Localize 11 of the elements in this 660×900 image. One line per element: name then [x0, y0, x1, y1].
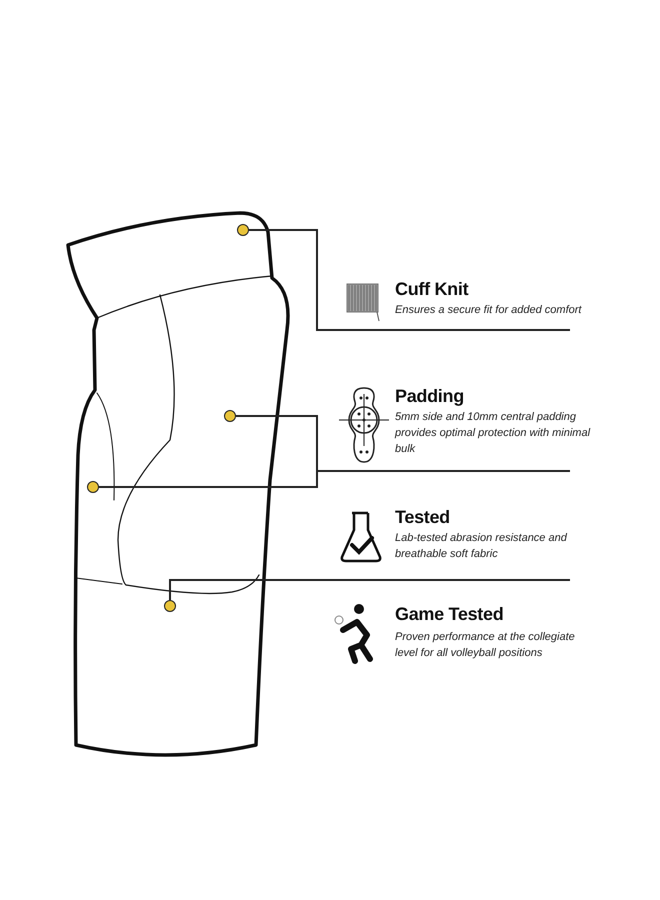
feature-heading: Cuff Knit	[395, 278, 470, 300]
feature-description: Ensures a secure fit for added comfort	[395, 303, 583, 318]
leader-line	[249, 229, 570, 331]
leader-line	[99, 470, 570, 488]
feature-heading: Padding	[395, 385, 465, 407]
feature-heading: Tested	[395, 506, 451, 528]
feature-description: Lab-tested abrasion resistance and breathable soft fabric	[395, 531, 568, 562]
feature-description: 5mm side and 10mm central padding provides optimal protection with minimal bulk	[395, 410, 592, 457]
feature-description: Proven performance at the collegiate level for all volleyball positions	[395, 630, 576, 661]
feature-heading: Game Tested	[395, 603, 504, 625]
leader-line	[169, 579, 570, 600]
